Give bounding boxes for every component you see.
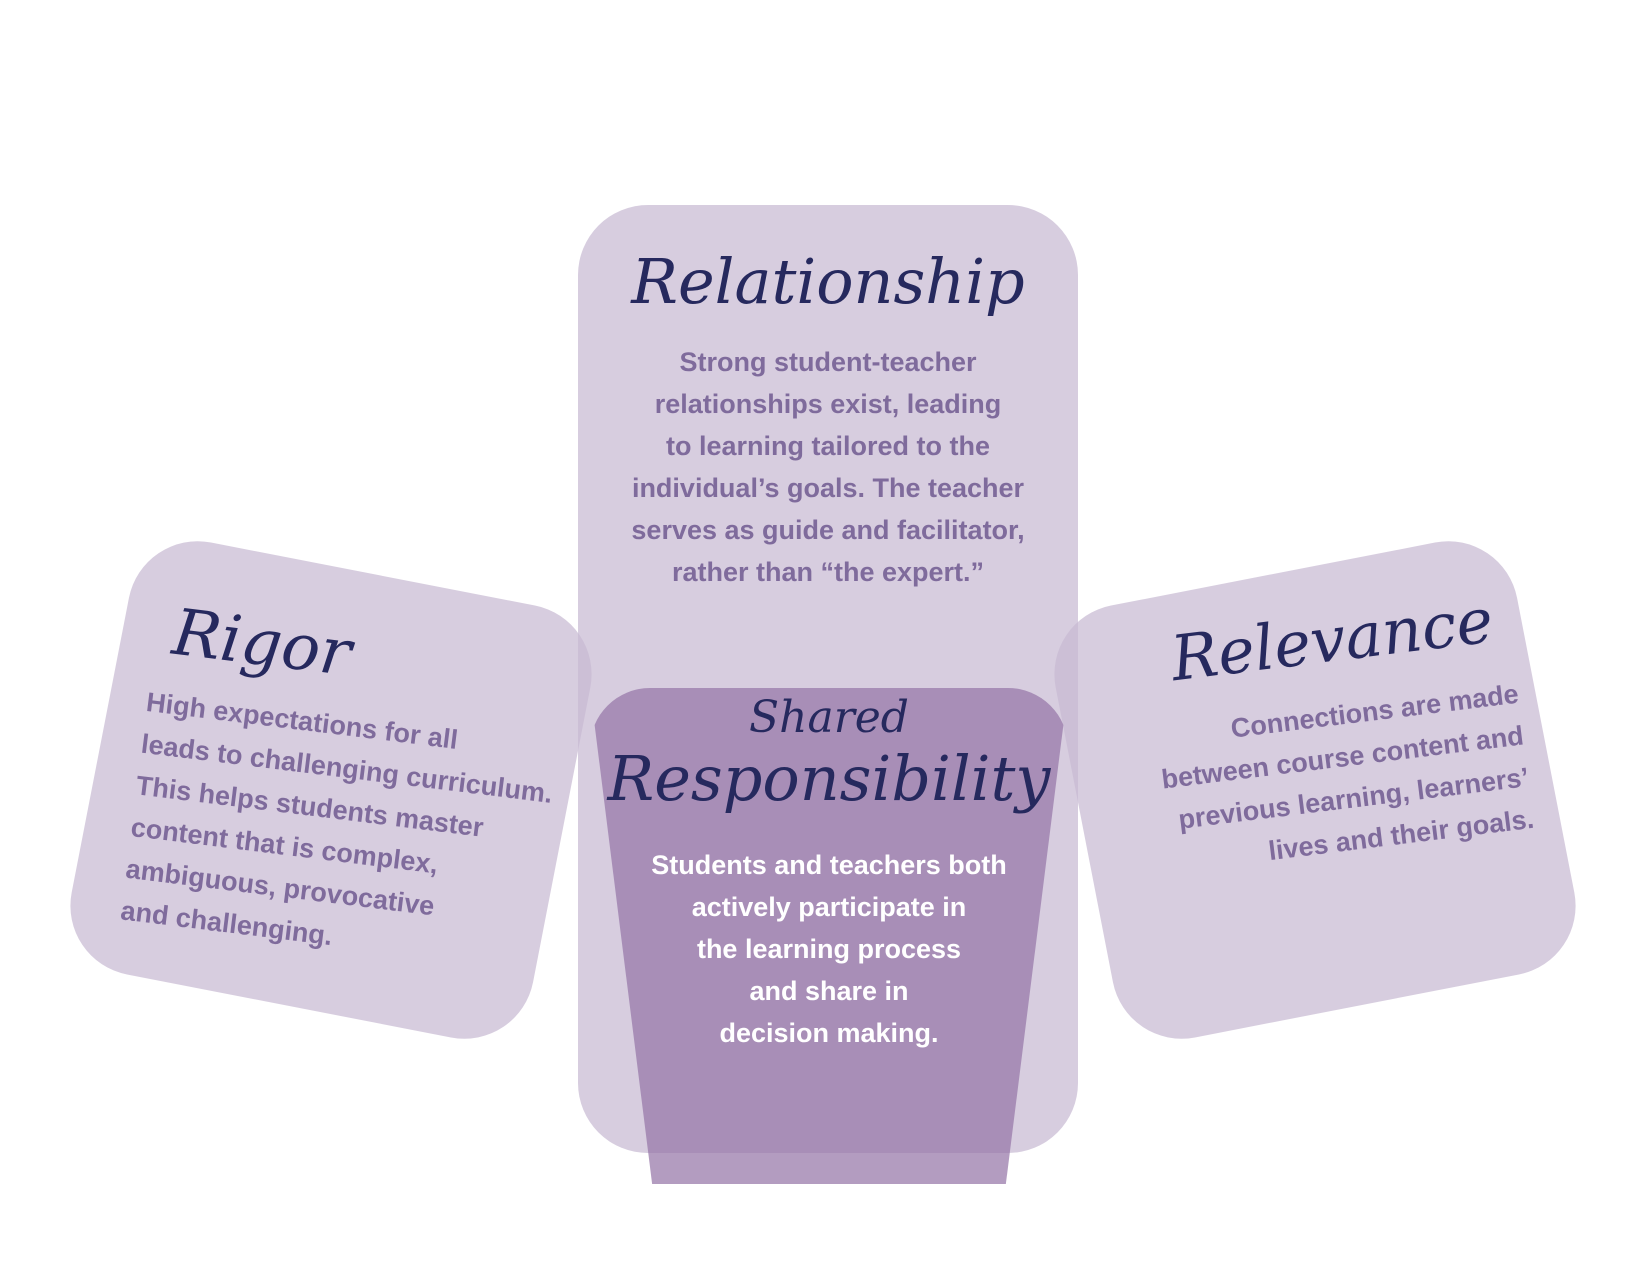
rigor-description: High expectations for all leads to chall… bbox=[119, 686, 555, 952]
relevance-description: Connections are made between course cont… bbox=[1159, 678, 1536, 867]
shared-responsibility-description: Students and teachers both actively part… bbox=[651, 850, 1007, 1048]
shared-responsibility-panel bbox=[590, 688, 1068, 1184]
shared-title-large: Responsibility bbox=[607, 742, 1051, 815]
relationship-title: Relationship bbox=[631, 245, 1025, 318]
relevance-text-group: Relevance Connections are made between c… bbox=[1110, 583, 1539, 908]
shared-title-small: Shared bbox=[749, 692, 909, 743]
relationship-description: Strong student-teacher relationships exi… bbox=[631, 347, 1025, 587]
rigor-text-group: Rigor High expectations for all leads to… bbox=[84, 590, 577, 1022]
